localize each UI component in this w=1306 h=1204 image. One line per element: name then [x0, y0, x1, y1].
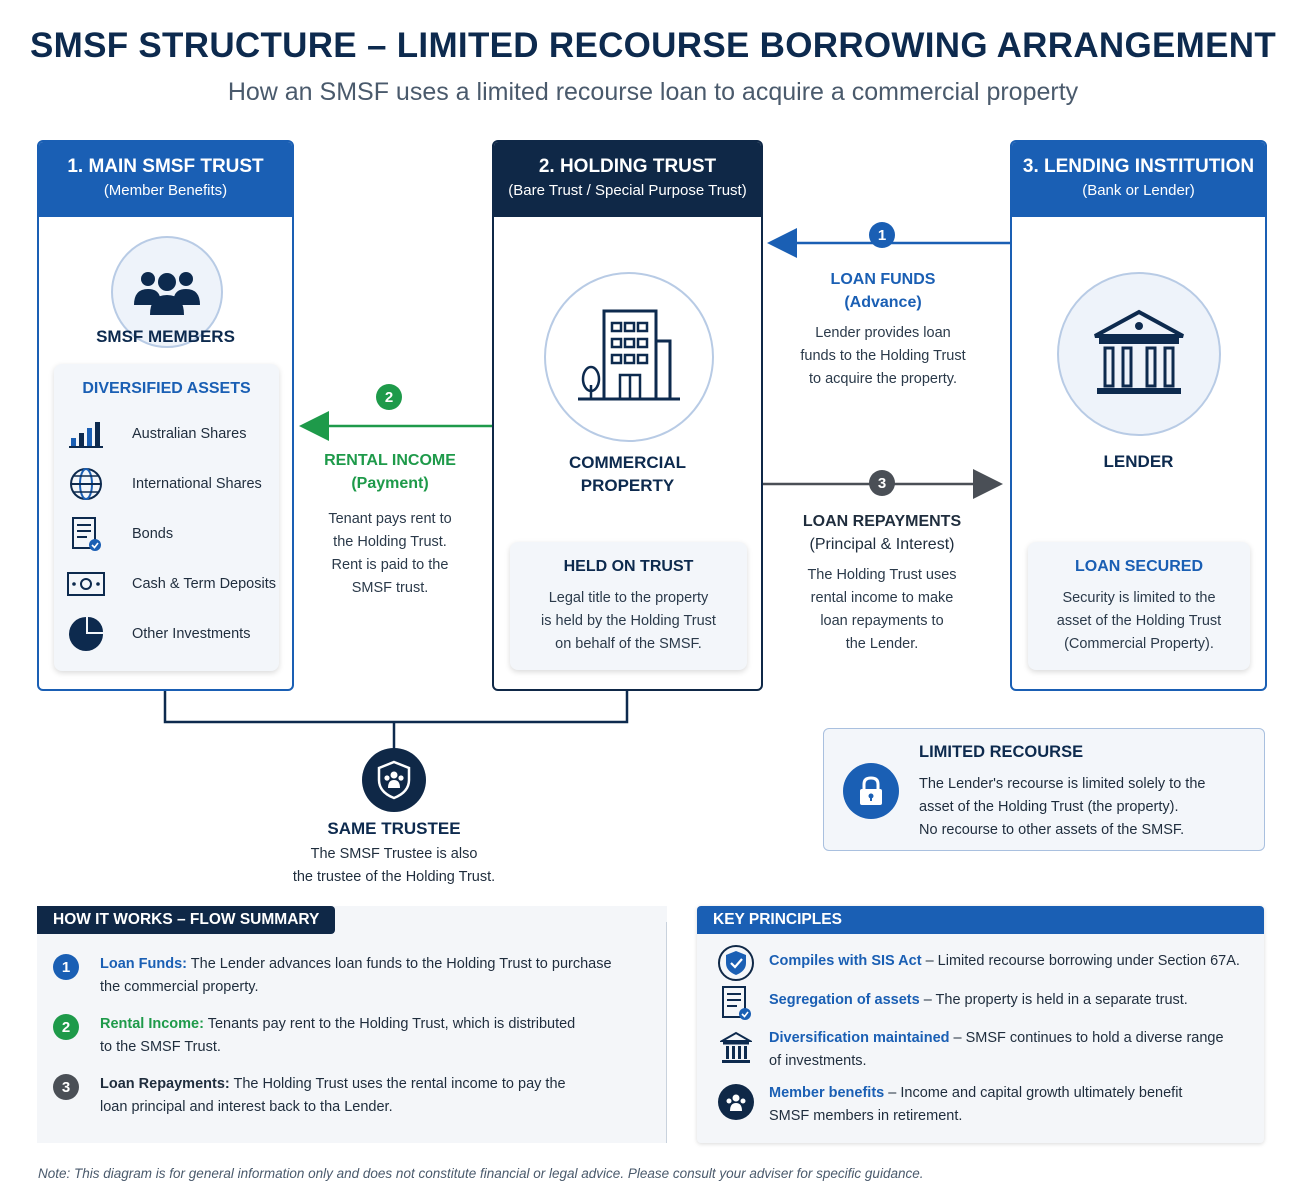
main-smsf-trust-header: 1. MAIN SMSF TRUST (Member Benefits): [39, 142, 292, 217]
loan-funds-step-number: 1: [869, 222, 895, 248]
sis-shield-icon: [717, 944, 755, 987]
page-title: SMSF STRUCTURE – LIMITED RECOURSE BORROW…: [29, 26, 1277, 65]
cash-icon: [67, 572, 105, 596]
how-it-works-title: HOW IT WORKS – FLOW SUMMARY: [37, 906, 336, 934]
principle-member-benefits: Member benefits – Income and capital gro…: [769, 1085, 1183, 1124]
segregation-document-icon: [720, 985, 752, 1026]
smsf-members-label: SMSF MEMBERS: [96, 327, 235, 346]
summary-step-1-number: 1: [53, 954, 79, 980]
limited-recourse-title: LIMITED RECOURSE: [919, 743, 1084, 761]
loan-funds-title: LOAN FUNDS (Advance): [830, 271, 936, 311]
main-smsf-trust-subtitle: (Member Benefits): [103, 182, 228, 199]
principle-sis-act: Compiles with SIS Act – Limited recourse…: [769, 953, 1240, 969]
held-on-trust-title: HELD ON TRUST: [563, 558, 694, 575]
same-trustee-description: The SMSF Trustee is also the trustee of …: [292, 846, 496, 885]
commercial-property-label: COMMERCIAL PROPERTY: [494, 451, 761, 497]
property-line-1: COMMERCIAL: [568, 453, 687, 472]
asset-label: Cash & Term Deposits: [132, 576, 276, 592]
members-icon: [134, 272, 200, 315]
held-on-trust-card: HELD ON TRUST Legal title to the propert…: [510, 542, 747, 670]
main-smsf-trust-panel: 1. MAIN SMSF TRUST (Member Benefits) SMS…: [37, 140, 294, 691]
holding-trust-subtitle: (Bare Trust / Special Purpose Trust): [508, 182, 747, 199]
lender-icon-circle: [1057, 272, 1221, 436]
summary-step-2-number: 2: [53, 1014, 79, 1040]
section-divider: [666, 922, 667, 1143]
property-line-2: PROPERTY: [580, 476, 675, 495]
holding-trust-header: 2. HOLDING TRUST (Bare Trust / Special P…: [494, 142, 761, 217]
shield-people-icon: [377, 760, 411, 800]
principle-diversification: Diversification maintained – SMSF contin…: [769, 1030, 1224, 1069]
diversification-bank-icon: [718, 1030, 754, 1071]
same-trustee-title: SAME TRUSTEE: [327, 819, 461, 838]
lock-icon-circle: [843, 763, 899, 819]
asset-label: Australian Shares: [132, 426, 247, 442]
disclaimer-note: Note: This diagram is for general inform…: [38, 1166, 924, 1181]
globe-icon: [70, 468, 102, 500]
holding-trust-title: 2. HOLDING TRUST: [538, 156, 717, 177]
lending-institution-title: 3. LENDING INSTITUTION: [1022, 156, 1255, 177]
rental-income-title: RENTAL INCOME (Payment): [324, 452, 456, 492]
rental-income-step-number: 2: [376, 384, 402, 410]
limited-recourse-text: The Lender's recourse is limited solely …: [919, 776, 1206, 838]
asset-cash-term-deposits: Cash & Term Deposits: [62, 564, 292, 604]
loan-funds-description: Lender provides loan funds to the Holdin…: [800, 325, 966, 387]
limited-recourse-box: LIMITED RECOURSE The Lender's recourse i…: [823, 728, 1265, 851]
how-it-works-section: [37, 906, 667, 1143]
summary-step-3-number: 3: [53, 1074, 79, 1100]
member-benefits-icon: [718, 1084, 754, 1120]
asset-label: Bonds: [132, 526, 174, 542]
summary-step-2: Rental Income: Tenants pay rent to the H…: [100, 1016, 576, 1055]
asset-bonds: Bonds: [62, 514, 292, 554]
lending-institution-panel: 3. LENDING INSTITUTION (Bank or Lender) …: [1010, 140, 1267, 691]
loan-repayments-description: The Holding Trust uses rental income to …: [807, 567, 957, 652]
rental-income-description: Tenant pays rent to the Holding Trust. R…: [328, 511, 452, 596]
pie-chart-icon: [69, 617, 103, 651]
loan-secured-card: LOAN SECURED Security is limited to the …: [1028, 542, 1250, 670]
loan-repayments-title: LOAN REPAYMENTS (Principal & Interest): [802, 513, 962, 553]
asset-international-shares: International Shares: [62, 464, 292, 504]
asset-label: Other Investments: [132, 626, 251, 642]
loan-secured-text: Security is limited to the asset of the …: [1056, 590, 1222, 652]
members-icon-circle: [111, 236, 223, 348]
diversified-assets-title: DIVERSIFIED ASSETS: [82, 380, 251, 397]
summary-step-1: Loan Funds: The Lender advances loan fun…: [100, 956, 612, 995]
key-principles-section: [697, 906, 1264, 1143]
bond-document-icon: [72, 517, 101, 551]
principle-segregation: Segregation of assets – The property is …: [769, 992, 1188, 1008]
holding-trust-panel: 2. HOLDING TRUST (Bare Trust / Special P…: [492, 140, 763, 691]
lending-institution-header: 3. LENDING INSTITUTION (Bank or Lender): [1012, 142, 1265, 217]
loan-repayments-step-number: 3: [869, 470, 895, 496]
main-smsf-trust-title: 1. MAIN SMSF TRUST: [67, 156, 264, 177]
asset-label: International Shares: [132, 476, 262, 492]
key-principles-title: KEY PRINCIPLES: [697, 906, 1264, 934]
property-icon-circle: [544, 272, 714, 442]
asset-australian-shares: Australian Shares: [62, 414, 292, 454]
held-on-trust-text: Legal title to the property is held by t…: [541, 590, 716, 652]
commercial-building-icon: [578, 309, 680, 401]
asset-other-investments: Other Investments: [62, 614, 292, 654]
lending-institution-subtitle: (Bank or Lender): [1082, 182, 1195, 199]
page-subtitle: How an SMSF uses a limited recourse loan…: [227, 78, 1079, 106]
trustee-icon-circle: [362, 748, 426, 812]
summary-step-3: Loan Repayments: The Holding Trust uses …: [100, 1076, 566, 1115]
bank-icon: [1094, 309, 1184, 394]
bar-chart-icon: [69, 422, 103, 448]
diversified-assets-card: DIVERSIFIED ASSETS Australian Shares Int…: [54, 364, 279, 671]
loan-secured-title: LOAN SECURED: [1074, 558, 1203, 575]
lender-label: LENDER: [1103, 452, 1174, 471]
lock-icon: [860, 776, 882, 805]
trustee-connector: [163, 690, 629, 750]
